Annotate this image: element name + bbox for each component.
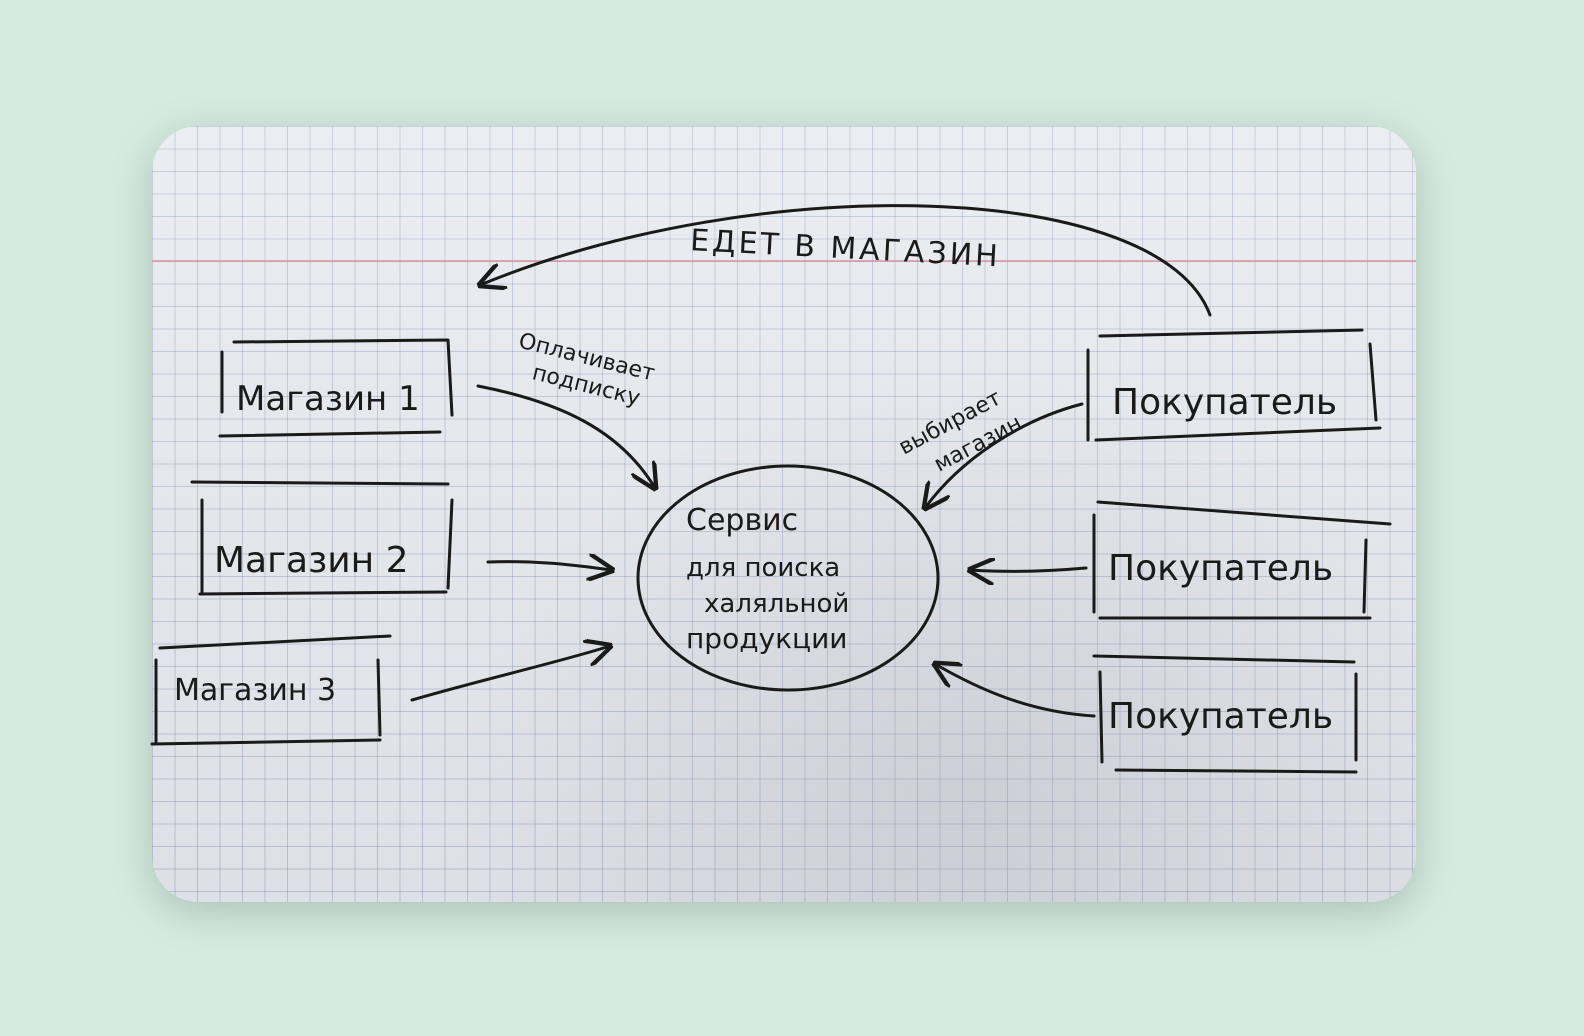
grid-paper-sheet: [152, 126, 1416, 902]
service-label-line3: халяльной: [704, 589, 849, 619]
store-1-arrow: [476, 384, 655, 488]
store-box-1: Магазин 1: [218, 338, 454, 438]
store-2-arrow: [486, 562, 612, 570]
buyer-3-arrow: [935, 664, 1096, 718]
service-ellipse: [636, 464, 940, 692]
buyer-1-arrow: [925, 402, 1084, 508]
buyer-box-3: Покупатель: [1092, 654, 1358, 774]
service-label-line2: для поиска: [686, 553, 840, 583]
store-2-label: Магазин 2: [214, 540, 409, 581]
buyer-2-arrow: [970, 568, 1088, 571]
buyer-2-label: Покупатель: [1108, 548, 1333, 589]
buyer-box-1: Покупатель: [1086, 328, 1382, 442]
store-3-label: Магазин 3: [174, 673, 336, 708]
buyer-3-label: Покупатель: [1108, 696, 1333, 737]
service-label-line1: Сервис: [686, 503, 798, 538]
store-box-3: Магазин 3: [150, 634, 392, 746]
arc-arrow-to-store: [480, 204, 1212, 317]
paper-shading: [152, 126, 1416, 902]
top-arc-label: ЕДЕТ В МАГАЗИН: [689, 223, 1001, 274]
store-3-arrow: [410, 646, 610, 702]
buyer-box-2: Покупатель: [1092, 500, 1392, 620]
store-box-2: Магазин 2: [190, 480, 454, 596]
store-1-label: Магазин 1: [236, 379, 420, 419]
paper-margin-line: [152, 260, 1416, 262]
buyer-1-label: Покупатель: [1112, 382, 1337, 423]
service-label-line4: продукции: [686, 622, 848, 655]
